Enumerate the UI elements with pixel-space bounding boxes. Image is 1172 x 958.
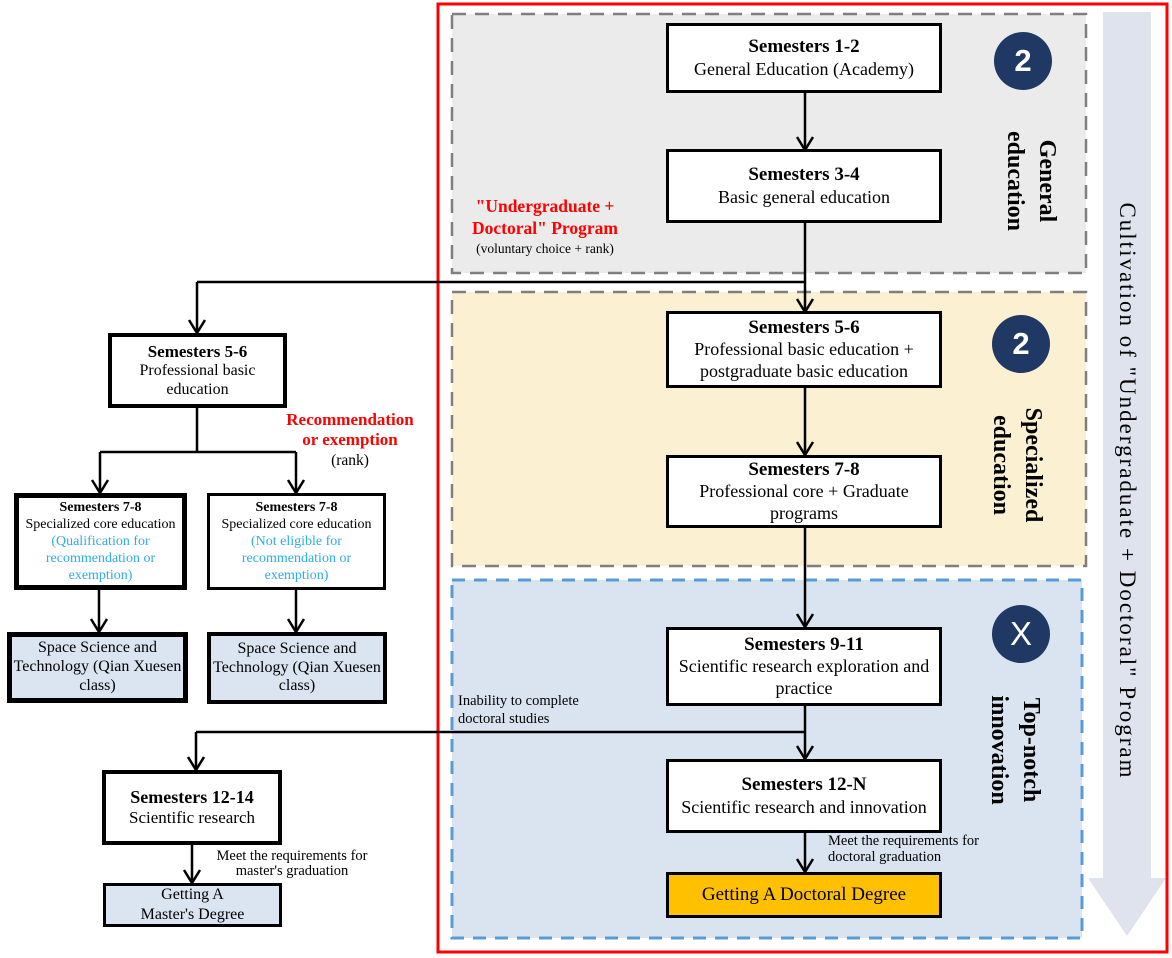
- box-semesters-3-4: Semesters 3-4 Basic general education: [666, 149, 942, 223]
- box-body: Professional basic education: [139, 361, 256, 398]
- specialized-section-border: [450, 290, 1088, 568]
- box-body: Space Science and Technology (Qian Xuese…: [213, 639, 381, 695]
- box-title: Semesters 5-6: [147, 341, 248, 361]
- general-section-border: [450, 12, 1088, 275]
- label-line: education: [1001, 130, 1028, 231]
- box-title: Semesters 12-14: [130, 786, 254, 807]
- box-body: Scientific research exploration and prac…: [678, 656, 930, 698]
- branch-label-note: (rank): [331, 452, 369, 470]
- label-line: innovation: [985, 695, 1012, 805]
- side-arrow-caption: Cultivation of "Undergraduate + Doctoral…: [1115, 202, 1140, 780]
- branch-label-line2: or exemption: [302, 429, 398, 449]
- box-body: General Education (Academy): [694, 58, 914, 79]
- recommendation-branch-label: Recommendation or exemption (rank): [275, 410, 425, 470]
- side-arrow-shape: [1088, 12, 1166, 936]
- box-body: Basic general education: [718, 186, 890, 207]
- top-notch-section-border: [450, 578, 1084, 940]
- label-general-education: General education: [997, 111, 1063, 251]
- doctoral-graduation-edge-label: Meet the requirements for doctoral gradu…: [828, 833, 979, 865]
- box-title: Semesters 5-6: [748, 317, 860, 339]
- box-body: Specialized core education: [25, 516, 176, 532]
- box-getting-doctoral-degree: Getting A Doctoral Degree: [666, 872, 942, 918]
- label-specialized-education: Specialized education: [983, 390, 1049, 540]
- box-title: Semesters 1-2: [748, 36, 860, 58]
- box-title: Semesters 3-4: [748, 164, 860, 186]
- box-semesters-7-8-qualified: Semesters 7-8 Specialized core education…: [14, 493, 187, 590]
- label-line: Top-notch: [1018, 697, 1044, 803]
- box-body: Getting A Doctoral Degree: [701, 883, 907, 905]
- box-body: Space Science and Technology (Qian Xuese…: [13, 639, 182, 694]
- outer-red-frame: [436, 2, 1169, 954]
- box-semesters-1-2: Semesters 1-2 General Education (Academy…: [666, 23, 942, 93]
- box-semesters-12-14: Semesters 12-14 Scientific research: [102, 770, 282, 845]
- inability-edge-label: Inability to complete doctoral studies: [458, 693, 579, 728]
- box-semesters-7-8-not-eligible: Semesters 7-8 Specialized core education…: [207, 493, 386, 590]
- box-semesters-12-n: Semesters 12-N Scientific research and i…: [666, 759, 942, 833]
- badge-general-years: 2: [994, 32, 1052, 90]
- box-body: Specialized core education: [221, 516, 372, 532]
- program-label-line2: Doctoral" Program: [472, 217, 618, 238]
- badge-top-notch-years: X: [992, 605, 1050, 663]
- box-space-science-right: Space Science and Technology (Qian Xuese…: [207, 632, 387, 704]
- box-getting-masters-degree: Getting A Master's Degree: [103, 883, 282, 927]
- program-label: "Undergraduate + Doctoral" Program (volu…: [440, 196, 650, 257]
- box-note: (Qualification for recommendation or exe…: [45, 533, 156, 584]
- box-body-line1: Getting A: [161, 886, 224, 903]
- label-top-notch-innovation: Top-notch innovation: [981, 683, 1047, 817]
- box-title: Semesters 7-8: [59, 499, 142, 515]
- box-semesters-7-8-right: Semesters 7-8 Professional core + Gradua…: [666, 455, 942, 528]
- flow-lines: [97, 93, 807, 882]
- program-label-note: (voluntary choice + rank): [476, 240, 614, 256]
- badge-specialized-years: 2: [992, 315, 1050, 373]
- box-body: Professional basic education + postgradu…: [694, 339, 914, 381]
- program-label-line1: "Undergraduate +: [475, 196, 615, 216]
- box-body: Scientific research: [128, 808, 255, 828]
- box-semesters-5-6-right: Semesters 5-6 Professional basic educati…: [666, 311, 942, 388]
- box-body-line2: Master's Degree: [140, 906, 245, 923]
- box-semesters-5-6-left: Semesters 5-6 Professional basic educati…: [108, 333, 287, 408]
- box-title: Semesters 9-11: [744, 634, 864, 656]
- box-space-science-left: Space Science and Technology (Qian Xuese…: [7, 632, 188, 703]
- box-title: Semesters 7-8: [255, 499, 338, 515]
- branch-label-line1: Recommendation: [286, 410, 414, 429]
- box-title: Semesters 7-8: [748, 459, 860, 481]
- box-body: Scientific research and innovation: [681, 796, 927, 817]
- label-line: Specialized: [1020, 407, 1046, 523]
- box-title: Semesters 12-N: [741, 774, 867, 796]
- label-line: education: [987, 414, 1014, 515]
- masters-graduation-edge-label: Meet the requirements for master's gradu…: [216, 848, 368, 880]
- label-line: General: [1034, 139, 1060, 223]
- box-body: Professional core + Graduate programs: [699, 481, 909, 523]
- box-semesters-9-11: Semesters 9-11 Scientific research explo…: [666, 627, 942, 706]
- box-note: (Not eligible for recommendation or exem…: [241, 533, 352, 584]
